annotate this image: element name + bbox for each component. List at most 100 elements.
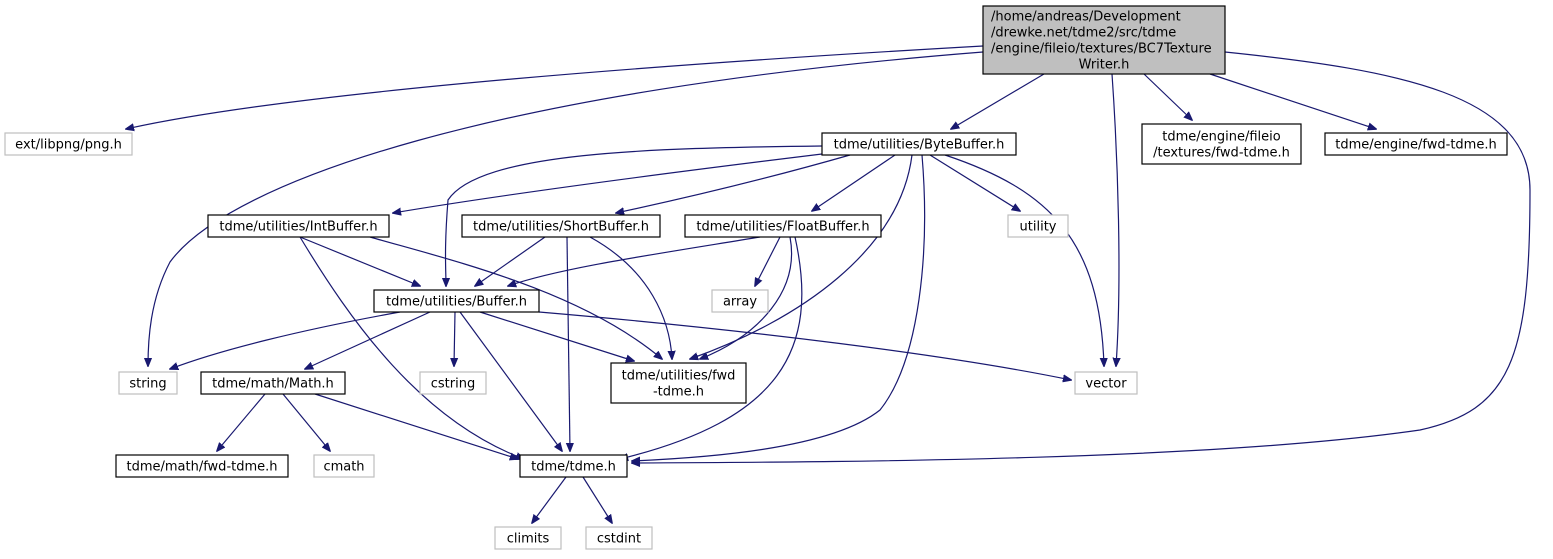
edge-root-to-bytebuffer [951, 73, 1045, 129]
node-utilities_fwd[interactable]: tdme/utilities/fwd-tdme.h [610, 362, 747, 404]
node-buffer[interactable]: tdme/utilities/Buffer.h [373, 289, 540, 313]
node-box [207, 214, 390, 238]
node-label: tdme/math/Math.h [212, 377, 334, 392]
node-tdme[interactable]: tdme/tdme.h [519, 454, 628, 478]
edges-layer [126, 45, 1531, 523]
node-box [585, 526, 653, 550]
node-box [610, 362, 747, 404]
edge-shortbuffer-to-tdme [567, 236, 570, 451]
node-utility: utility [1007, 214, 1069, 238]
edge-bytebuffer-to-utility [929, 154, 1020, 211]
node-box [519, 454, 628, 478]
node-box [684, 214, 882, 238]
node-label: tdme/utilities/fwd [622, 369, 736, 384]
node-label: /textures/fwd-tdme.h [1153, 146, 1290, 161]
node-label: vector [1085, 377, 1127, 392]
edge-bytebuffer-to-tdme [632, 154, 926, 461]
node-label: cmath [323, 460, 364, 475]
node-string: string [118, 371, 178, 395]
node-cstring: cstring [419, 371, 487, 395]
node-label: string [129, 377, 166, 392]
edge-math-to-cmath [282, 393, 330, 451]
node-floatbuffer[interactable]: tdme/utilities/FloatBuffer.h [684, 214, 882, 238]
edge-tdme-to-cstdint [582, 476, 612, 523]
edge-buffer-to-vector [538, 311, 1071, 380]
edge-floatbuffer-to-tdme [620, 236, 803, 459]
node-box [4, 132, 133, 156]
node-label: tdme/engine/fwd-tdme.h [1335, 138, 1496, 153]
node-box [1141, 123, 1302, 165]
node-box [1007, 214, 1069, 238]
node-array: array [711, 289, 769, 313]
node-label: array [723, 295, 757, 310]
node-label: cstring [431, 377, 475, 392]
node-engine_fwd[interactable]: tdme/engine/fwd-tdme.h [1324, 132, 1508, 156]
edge-math-to-tdme [314, 393, 518, 459]
edge-buffer-to-utilities_fwd [479, 311, 634, 361]
node-label: tdme/utilities/IntBuffer.h [219, 220, 377, 235]
edge-math-to-math_fwd [217, 393, 266, 451]
node-box [200, 371, 346, 395]
edge-shortbuffer-to-buffer [475, 236, 546, 286]
node-label: tdme/utilities/ShortBuffer.h [473, 220, 649, 235]
node-box [1074, 371, 1138, 395]
edge-buffer-to-cstring [454, 311, 455, 366]
node-label: tdme/utilities/FloatBuffer.h [696, 220, 869, 235]
edge-bytebuffer-to-floatbuffer [812, 154, 896, 211]
edge-bytebuffer-to-utilities_fwd [690, 154, 913, 359]
node-math[interactable]: tdme/math/Math.h [200, 371, 346, 395]
node-box [115, 454, 289, 478]
node-box [118, 371, 178, 395]
node-label: utility [1020, 220, 1057, 235]
node-box [711, 289, 769, 313]
edge-intbuffer-to-buffer [299, 236, 420, 286]
node-png: ext/libpng/png.h [4, 132, 133, 156]
edge-root-to-tdme [632, 51, 1531, 463]
node-label: cstdint [597, 532, 641, 547]
node-box [821, 132, 1017, 156]
node-fileio_fwd[interactable]: tdme/engine/fileio/textures/fwd-tdme.h [1141, 123, 1302, 165]
node-label: climits [507, 532, 550, 547]
node-cstdint: cstdint [585, 526, 653, 550]
node-label: /home/andreas/Development [991, 10, 1181, 25]
node-label: /engine/fileio/textures/BC7Texture [991, 42, 1212, 57]
edge-intbuffer-to-tdme [299, 236, 524, 459]
node-label: tdme/engine/fileio [1162, 130, 1281, 145]
edge-bytebuffer-to-vector [944, 154, 1104, 366]
edge-floatbuffer-to-buffer [508, 236, 761, 286]
node-label: tdme/tdme.h [531, 460, 616, 475]
node-math_fwd[interactable]: tdme/math/fwd-tdme.h [115, 454, 289, 478]
node-box [419, 371, 487, 395]
node-vector: vector [1074, 371, 1138, 395]
node-label: Writer.h [1079, 58, 1130, 73]
edge-tdme-to-climits [532, 476, 567, 523]
node-cmath: cmath [313, 454, 375, 478]
node-bytebuffer[interactable]: tdme/utilities/ByteBuffer.h [821, 132, 1017, 156]
node-box [373, 289, 540, 313]
node-intbuffer[interactable]: tdme/utilities/IntBuffer.h [207, 214, 390, 238]
node-label: ext/libpng/png.h [15, 138, 122, 153]
node-box [313, 454, 375, 478]
edge-buffer-to-tdme [459, 311, 562, 451]
node-climits: climits [494, 526, 562, 550]
edge-root-to-engine_fwd [1209, 73, 1376, 129]
node-root[interactable]: /home/andreas/Development/drewke.net/tdm… [982, 5, 1226, 75]
edge-root-to-vector [1111, 73, 1119, 366]
node-label: tdme/utilities/Buffer.h [386, 295, 527, 310]
node-label: tdme/utilities/ByteBuffer.h [834, 138, 1005, 153]
node-label: tdme/math/fwd-tdme.h [126, 460, 277, 475]
edge-floatbuffer-to-array [755, 236, 781, 286]
node-box [982, 5, 1226, 75]
nodes-layer: /home/andreas/Development/drewke.net/tdm… [4, 5, 1508, 550]
edge-root-to-string [148, 51, 984, 366]
edge-buffer-to-string [170, 311, 401, 369]
edge-bytebuffer-to-shortbuffer [616, 154, 851, 213]
edge-floatbuffer-to-utilities_fwd [700, 236, 792, 359]
node-label: /drewke.net/tdme2/src/tdme [991, 26, 1176, 41]
node-label: -tdme.h [653, 385, 704, 400]
edge-root-to-fileio_fwd [1143, 73, 1192, 120]
node-box [461, 214, 661, 238]
node-shortbuffer[interactable]: tdme/utilities/ShortBuffer.h [461, 214, 661, 238]
node-box [1324, 132, 1508, 156]
edge-root-to-png [126, 45, 984, 129]
